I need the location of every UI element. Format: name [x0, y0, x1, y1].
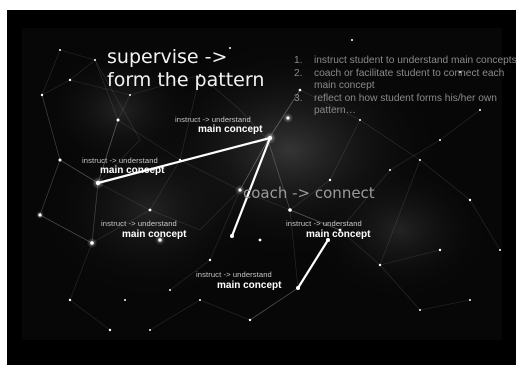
slide-title-line-1: supervise -> — [107, 46, 228, 68]
concept-label: instruct -> understand — [286, 219, 362, 228]
coach-connect-label: coach -> connect — [243, 184, 375, 202]
concept-name: main concept — [100, 165, 165, 176]
step-number: 2. — [294, 67, 303, 79]
slide-title-line-2: form the pattern — [107, 69, 265, 91]
step-text: reflect on how student forms his/her own… — [314, 92, 497, 117]
steps-list: 1. instruct student to understand main c… — [294, 55, 523, 118]
concept-label: instruct -> understand — [82, 156, 158, 165]
step-item: 2. coach or facilitate student to connec… — [294, 68, 523, 93]
concept-name: main concept — [306, 229, 371, 240]
step-text: instruct student to understand main conc… — [314, 55, 517, 66]
concept-label: instruct -> understand — [196, 270, 272, 279]
step-number: 1. — [294, 55, 303, 66]
concept-connections — [96, 136, 330, 290]
step-text: coach or facilitate student to connect e… — [314, 67, 505, 92]
step-item: 1. instruct student to understand main c… — [294, 55, 523, 68]
step-item: 3. reflect on how student forms his/her … — [294, 93, 523, 118]
concept-name: main concept — [122, 229, 187, 240]
concept-label: instruct -> understand — [101, 219, 177, 228]
step-number: 3. — [294, 92, 303, 104]
concept-name: main concept — [198, 124, 263, 135]
concept-label: instruct -> understand — [175, 115, 251, 124]
concept-name: main concept — [217, 280, 282, 291]
